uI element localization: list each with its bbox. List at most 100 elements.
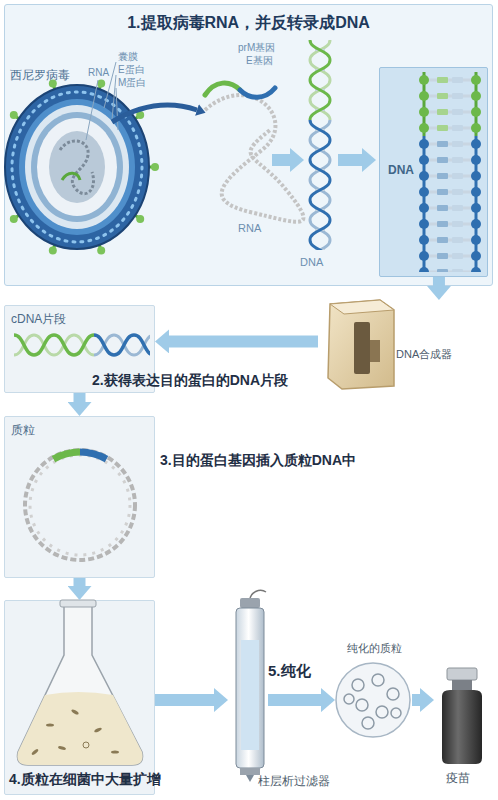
virus-spike-knob [136, 215, 144, 223]
virus-spike [99, 83, 102, 91]
step-caption: 2.获得表达目的蛋白的DNA片段 [92, 372, 288, 389]
bacterium [111, 750, 119, 753]
inserted-gene [80, 452, 107, 459]
column-tube-wire [250, 590, 266, 600]
leader-line [112, 75, 116, 120]
step-caption: 3.目的蛋白基因插入质粒DNA中 [160, 452, 356, 469]
virus-spike [134, 214, 141, 219]
synthesizer-slot [354, 322, 370, 374]
gene-name: E基因 [246, 55, 273, 67]
purified-node: 纯化的质粒 [335, 638, 412, 742]
flow-arrow [74, 393, 86, 402]
flow-arrow [268, 694, 321, 706]
bacterium [83, 742, 89, 748]
virus-spike [99, 243, 102, 251]
column-packing [241, 640, 259, 750]
plasmid-ring [376, 706, 388, 718]
virus-spike-knob [97, 79, 105, 87]
synthesizer-node: DNA合成器 [318, 300, 448, 392]
column-node: 5.纯化柱层析过滤器 [228, 590, 268, 795]
bacterium [94, 727, 103, 733]
gene-name: prM基因 [238, 42, 275, 54]
bottle-cap [447, 668, 477, 680]
item-label: 纯化的质粒 [347, 642, 402, 655]
bacterium [31, 748, 39, 756]
plasmid-ring [25, 450, 135, 560]
dna-ladder [418, 136, 482, 272]
virus-spike-knob [10, 215, 18, 223]
box-label: cDNA片段 [11, 312, 66, 326]
part-name: RNA [88, 67, 109, 79]
virus-capsid [31, 112, 123, 222]
dna-helix [305, 40, 335, 120]
dna-box: DNA [379, 67, 488, 277]
column-cap [240, 598, 260, 608]
plasmid-ring [30, 455, 130, 555]
virus-surface-dots [12, 92, 142, 242]
virus-spike [53, 83, 56, 91]
chromatography-column [236, 608, 264, 768]
prm-gene [205, 83, 240, 95]
flow-arrow [433, 277, 445, 286]
column-cap [240, 768, 260, 775]
dna-ladder [418, 72, 482, 136]
virus-spike-knob [151, 163, 159, 171]
virus-envelope [19, 99, 135, 235]
plasmid-ring [372, 674, 384, 686]
e-gene [240, 88, 275, 97]
plasmid-box: 质粒 [4, 416, 155, 578]
vaccine-bottle [442, 690, 482, 764]
virus-membrane [25, 105, 129, 229]
process-arrow [338, 154, 362, 166]
flow-arrow [412, 694, 420, 706]
molecule-name: DNA [300, 256, 323, 269]
virus-spike-knob [49, 247, 57, 255]
column-tip [246, 775, 254, 782]
extract-arrow [112, 105, 197, 122]
purified-plasmid-view [336, 663, 410, 737]
virus-core [49, 131, 105, 203]
cdna-helix [14, 330, 94, 360]
plasmid-ring [391, 708, 401, 718]
dna-label: DNA [388, 163, 414, 177]
leader-line [116, 88, 118, 130]
molecule-name: RNA [238, 222, 261, 235]
step-caption: 5.纯化 [268, 662, 311, 680]
virus-spike [14, 115, 20, 120]
synthesizer-top [330, 300, 394, 314]
device-label: 柱层析过滤器 [258, 774, 330, 788]
part-name: E蛋白 [118, 64, 145, 76]
step-title: 1.提取病毒RNA，并反转录成DNA [5, 13, 492, 32]
virus-name: 西尼罗病毒 [10, 68, 70, 82]
plasmid-ring [352, 679, 364, 691]
flow-arrow [155, 694, 214, 706]
culture-flask [17, 606, 142, 765]
vaccine-node: 疫苗 [434, 660, 490, 795]
bottle-neck [452, 680, 472, 690]
culture-box: 4.质粒在细菌中大量扩增 [4, 600, 155, 795]
step-caption: 4.质粒在细菌中大量扩增 [9, 771, 161, 788]
virus-shell [5, 85, 149, 249]
device-label: DNA合成器 [396, 348, 452, 361]
virus-rna-gene [62, 173, 80, 180]
flow-arrow [169, 335, 318, 347]
plasmid-ring [387, 688, 399, 700]
dna-synthesizer [328, 300, 394, 389]
virus-spike-knob [97, 247, 105, 255]
virus-spike [147, 166, 155, 169]
dna-helix [305, 120, 335, 250]
virus-spike [14, 214, 20, 219]
synthesizer-slot [370, 340, 380, 362]
flow-arrow [74, 578, 86, 586]
plasmid-ring [362, 717, 374, 729]
part-name: M蛋白 [118, 77, 146, 89]
virus-spike-knob [10, 111, 18, 119]
bacterium [58, 745, 67, 750]
connector-group [80, 277, 439, 700]
bacterium [71, 709, 80, 716]
